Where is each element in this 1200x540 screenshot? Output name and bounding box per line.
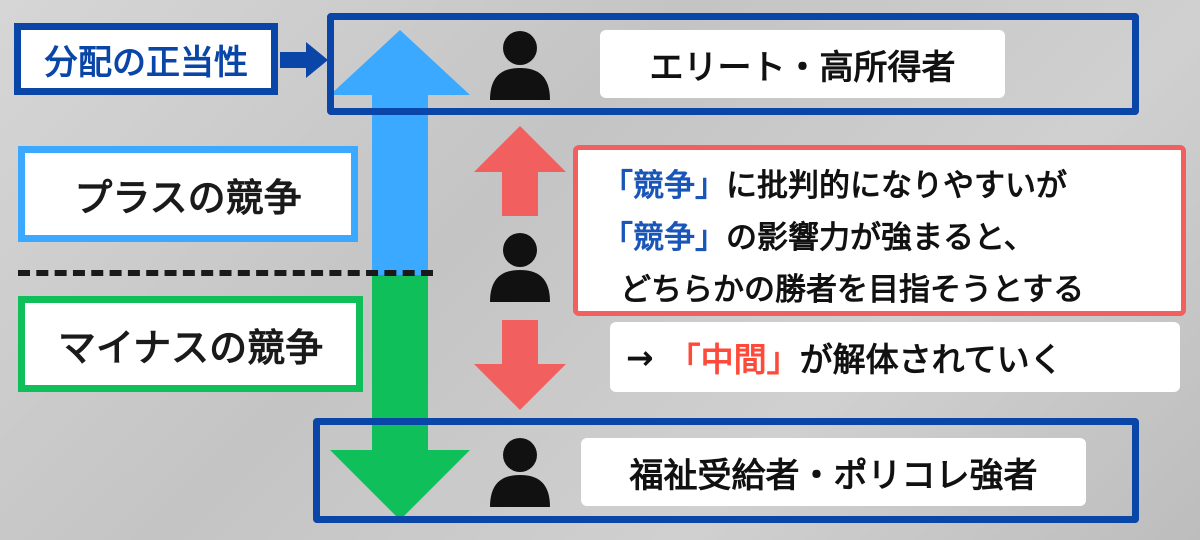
bottom-group-frame	[313, 418, 1139, 523]
red-arrow-down-icon	[474, 320, 566, 410]
person-icon	[490, 31, 550, 100]
result-box: → 「中間」 が解体されていく	[610, 322, 1180, 392]
plus-competition-text: プラスの競争	[74, 175, 302, 220]
result-arrow: →	[626, 337, 654, 377]
note-line-2: 「競争」の影響力が強まると、	[602, 212, 1181, 264]
person-icon	[490, 233, 550, 302]
plus-competition-label: プラスの競争	[18, 146, 358, 242]
person-icon	[490, 438, 550, 507]
bottom-group-label: 福祉受給者・ポリコレ強者	[581, 438, 1086, 506]
legitimacy-label-text: 分配の正当性	[44, 42, 248, 83]
note-line-2-rest: の影響力が強まると、	[726, 220, 1035, 256]
note-box: 「競争」に批判的になりやすいが 「競争」の影響力が強まると、 どちらかの勝者を目…	[573, 145, 1186, 316]
result-quote: 「中間」	[667, 340, 800, 379]
red-arrow-up-icon	[474, 126, 566, 216]
top-group-label: エリート・高所得者	[600, 30, 1005, 98]
note-line-1-rest: に批判的になりやすいが	[726, 168, 1067, 204]
top-group-text: エリート・高所得者	[649, 47, 956, 88]
big-arrow-down-icon	[330, 275, 470, 520]
bottom-group-text: 福祉受給者・ポリコレ強者	[629, 455, 1038, 496]
top-group-frame	[327, 13, 1139, 115]
note-line-3: どちらかの勝者を目指そうとする	[602, 264, 1181, 316]
note-line-2-quote: 「競争」	[602, 220, 726, 256]
minus-competition-text: マイナスの競争	[57, 325, 324, 370]
note-line-1: 「競争」に批判的になりやすいが	[602, 160, 1181, 212]
result-rest: が解体されていく	[799, 340, 1063, 379]
divider-line	[18, 270, 433, 276]
note-line-3-text: どちらかの勝者を目指そうとする	[620, 272, 1085, 308]
note-line-1-quote: 「競争」	[602, 168, 726, 204]
minus-competition-label: マイナスの競争	[18, 296, 363, 392]
vertical-axis-arrow	[330, 30, 470, 520]
legitimacy-label: 分配の正当性	[14, 23, 278, 95]
big-arrow-up-icon	[330, 30, 470, 275]
pointer-arrow-icon	[280, 42, 328, 78]
